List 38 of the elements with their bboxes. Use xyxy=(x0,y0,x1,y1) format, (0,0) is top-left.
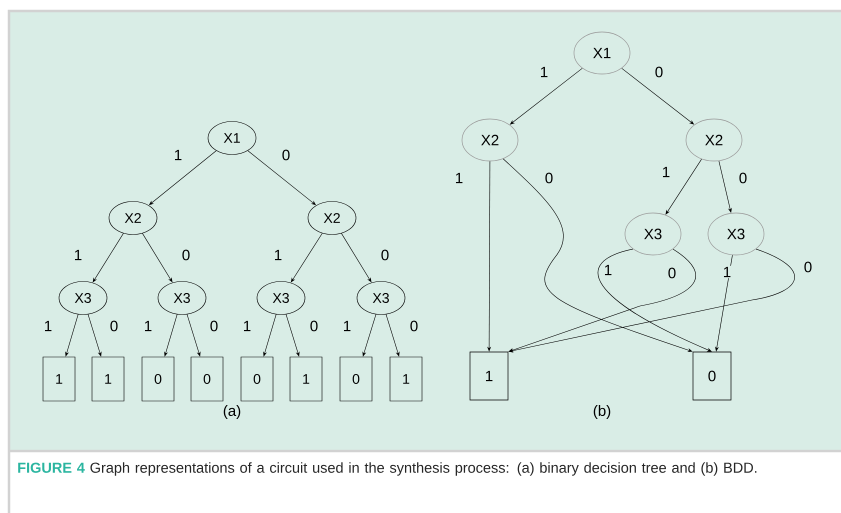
edge-label: 0 xyxy=(738,172,748,184)
terminal-box: 0 xyxy=(142,356,174,402)
decision-node: X3 xyxy=(58,281,108,315)
edge-label: 0 xyxy=(544,172,554,184)
terminal-box: 1 xyxy=(470,352,508,400)
terminal-box: 0 xyxy=(240,356,274,402)
decision-node: X2 xyxy=(308,201,356,235)
decision-node: X3 xyxy=(356,281,406,315)
edge-label: 0 xyxy=(180,248,192,262)
decision-node: X3 xyxy=(624,212,682,256)
panel-label: (a) xyxy=(224,405,240,419)
terminal-box: 1 xyxy=(290,356,322,402)
edge-label: 0 xyxy=(408,320,420,332)
edge-label: 0 xyxy=(308,320,320,332)
edge-label: 0 xyxy=(208,320,220,332)
terminal-box: 0 xyxy=(692,352,732,400)
edge-label: 0 xyxy=(802,260,814,274)
terminal-box: 0 xyxy=(340,356,372,402)
panel-label: (b) xyxy=(594,405,610,419)
edge-label: 0 xyxy=(380,248,390,262)
edge-label: 0 xyxy=(108,320,120,332)
decision-node: X2 xyxy=(686,118,742,162)
terminal-box: 0 xyxy=(190,356,224,402)
edge-label: 0 xyxy=(666,266,678,280)
edge-label: 0 xyxy=(280,148,292,162)
terminal-box: 1 xyxy=(92,356,124,402)
edge-label: 0 xyxy=(654,66,664,78)
decision-node: X3 xyxy=(256,281,306,315)
caption: FIGURE 4 Graph representations of a circuit used in the synthesis process: (a) binary decision tree and (b) BDD. xyxy=(18,462,756,476)
decision-node: X3 xyxy=(158,281,206,315)
decision-node: X3 xyxy=(708,212,764,256)
decision-node: X1 xyxy=(208,121,256,155)
decision-node: X2 xyxy=(462,118,518,162)
terminal-box: 1 xyxy=(42,356,76,402)
decision-node: X1 xyxy=(574,32,630,74)
decision-node: X2 xyxy=(108,201,158,235)
arrow xyxy=(598,248,712,352)
terminal-box: 1 xyxy=(390,356,422,402)
